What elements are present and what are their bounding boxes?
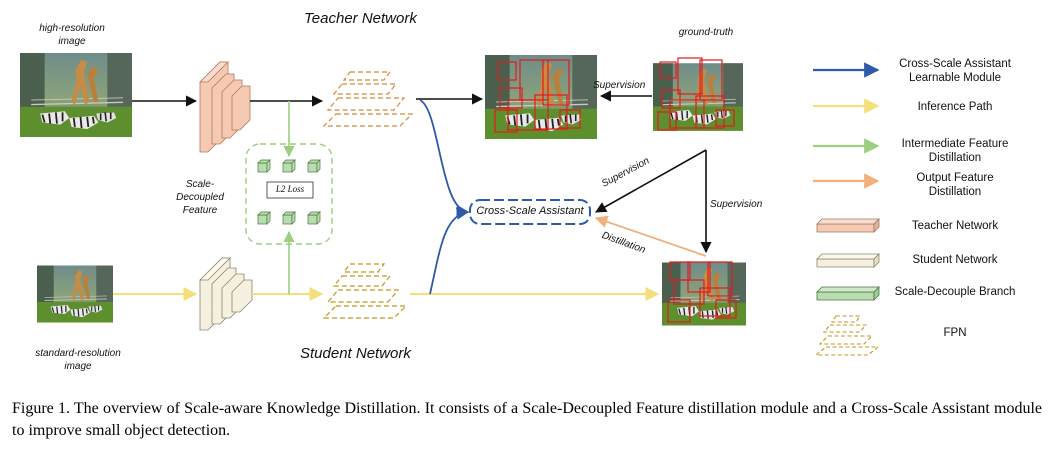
legend-intermediate-distillation: Intermediate Feature Distillation: [901, 138, 1009, 164]
high-resolution-label: high-resolution image: [39, 23, 105, 47]
legend-fpn: FPN: [943, 327, 967, 339]
cross-scale-assistant-label: Cross-Scale Assistant: [476, 205, 584, 217]
teacher-fpn: [322, 71, 414, 127]
legend-teacher-network: Teacher Network: [911, 220, 999, 232]
teacher-prediction-image: [485, 55, 597, 139]
standard-resolution-image: [37, 264, 113, 324]
legend-output-distillation: Output Feature Distillation: [916, 172, 994, 198]
teacher-network-title: Teacher Network: [304, 10, 417, 27]
figure-caption: Figure 1. The overview of Scale-aware Kn…: [12, 400, 1042, 439]
output-distillation-arrow: [594, 215, 707, 257]
student-fpn: [322, 263, 408, 319]
supervision-label-vertical: Supervision: [710, 199, 763, 210]
cross-scale-arrows: [419, 99, 470, 295]
student-network-title: Student Network: [300, 345, 411, 362]
scale-decoupled-box: [245, 143, 333, 245]
legend-graphics: [813, 62, 880, 356]
high-resolution-image: [20, 53, 132, 137]
teacher-backbone: [199, 61, 251, 153]
standard-resolution-label: standard-resolution image: [35, 348, 121, 372]
legend-cross-scale: Cross-Scale Assistant Learnable Module: [899, 58, 1011, 84]
legend-student-network: Student Network: [912, 254, 998, 266]
overview-figure: Teacher Network Student Network high-res…: [20, 10, 1016, 372]
cross-scale-assistant-box: [469, 199, 591, 225]
student-backbone: [199, 257, 253, 331]
ground-truth-image: [653, 57, 743, 132]
l2-loss-label: L2 Loss: [275, 184, 305, 194]
legend-inference-path: Inference Path: [917, 101, 993, 113]
scale-decouple-cubes: [257, 159, 321, 225]
student-prediction-image: [662, 261, 746, 327]
scale-decoupled-feature-label: Scale- Decoupled Feature: [176, 179, 224, 216]
supervision-label-top: Supervision: [593, 80, 646, 91]
legend-scale-decouple-branch: Scale-Decouple Branch: [894, 286, 1016, 298]
ground-truth-label: ground-truth: [678, 27, 734, 38]
teacher-path-arrows: [132, 90, 712, 254]
